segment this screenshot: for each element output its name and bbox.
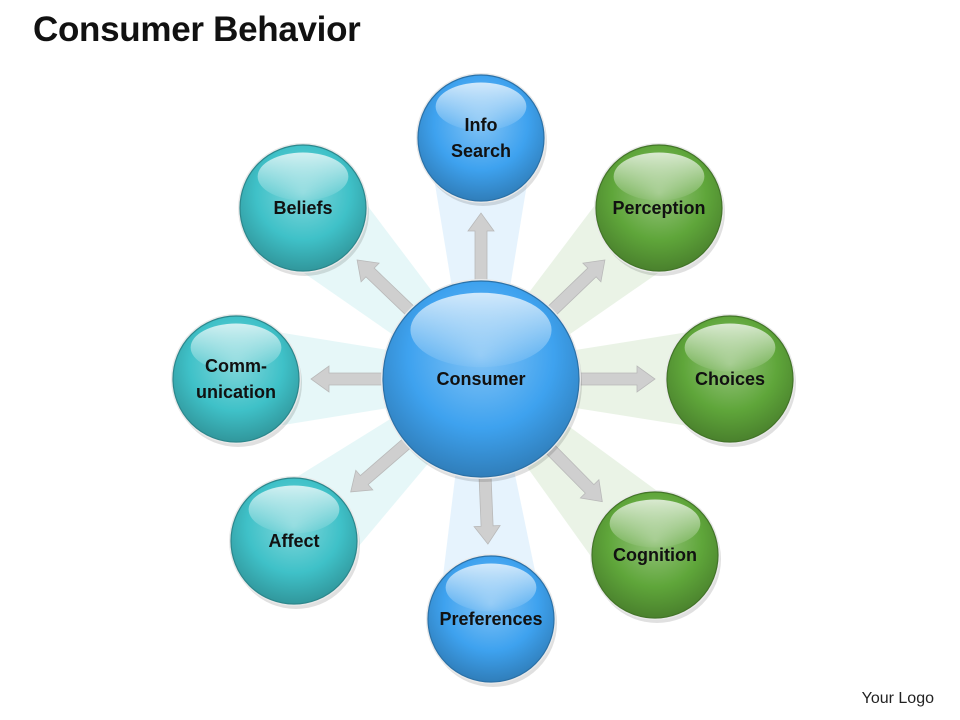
logo-text: Your Logo (861, 690, 934, 707)
node-consumer (381, 279, 582, 482)
node-affect (229, 476, 360, 609)
arrow-perception (544, 259, 606, 319)
arrow-affect (350, 435, 415, 493)
arrow-beliefs (356, 259, 418, 319)
arrow-choices (574, 365, 656, 393)
node-choices (665, 314, 796, 447)
node-communication (171, 314, 302, 447)
arrow-communication (310, 365, 388, 393)
node-cognition (590, 490, 721, 623)
arrow-info-search (467, 212, 495, 286)
page-title: Consumer Behavior (33, 10, 361, 49)
node-preferences (426, 554, 557, 687)
node-layer (171, 73, 796, 687)
node-info-search (416, 73, 547, 206)
arrow-cognition (542, 441, 603, 503)
arrow-preferences (473, 472, 501, 545)
node-perception (594, 143, 725, 276)
node-beliefs (238, 143, 369, 276)
arrow-layer (310, 212, 656, 545)
